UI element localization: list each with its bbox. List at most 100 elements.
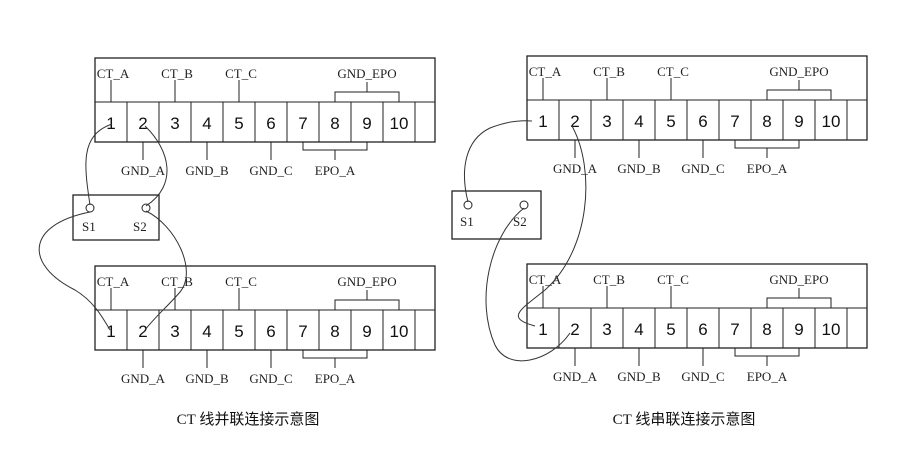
gnd-b-label: GND_B (185, 371, 229, 386)
terminal-3: 3 (170, 322, 179, 341)
terminal-2: 2 (138, 322, 147, 341)
terminal-1: 1 (106, 114, 115, 133)
ct-a-label: CT_A (97, 274, 130, 289)
ct-b-label: CT_B (161, 66, 193, 81)
terminal-7: 7 (730, 320, 739, 339)
epo-a-label: EPO_A (747, 369, 788, 384)
wire-s1-top-1 (463, 120, 533, 203)
s1-label: S1 (460, 214, 474, 229)
s2-label: S2 (133, 219, 147, 234)
wire-top-2-bottom-1 (518, 125, 587, 327)
wire-s2-bottom-2 (144, 210, 187, 331)
terminal-7: 7 (298, 114, 307, 133)
gnd-b-label: GND_B (617, 161, 661, 176)
gnd-epo-label: GND_EPO (337, 66, 396, 81)
wire-s1-bottom-1 (38, 211, 111, 331)
ct-sensor-parallel: S1 S2 (72, 194, 160, 241)
gnd-epo-label: GND_EPO (769, 272, 828, 287)
terminal-4: 4 (634, 320, 643, 339)
s2-terminal (141, 203, 151, 213)
terminal-2: 2 (570, 112, 579, 131)
gnd-b-label: GND_B (617, 369, 661, 384)
s1-label: S1 (82, 219, 96, 234)
terminal-6: 6 (698, 320, 707, 339)
terminal-6: 6 (698, 112, 707, 131)
gnd-b-label: GND_B (185, 163, 229, 178)
terminal-block-frame (526, 55, 868, 141)
terminal-10: 10 (822, 112, 841, 131)
terminal-2: 2 (570, 320, 579, 339)
gnd-c-label: GND_C (681, 161, 724, 176)
terminal-7: 7 (730, 112, 739, 131)
terminal-3: 3 (602, 112, 611, 131)
wire-s2-top-2 (144, 125, 168, 207)
terminal-6: 6 (266, 322, 275, 341)
terminal-1: 1 (538, 112, 547, 131)
terminal-5: 5 (666, 112, 675, 131)
wire-s1-top-1 (85, 123, 113, 206)
terminal-block-frame (526, 263, 868, 349)
terminal-9: 9 (362, 322, 371, 341)
terminal-1: 1 (106, 322, 115, 341)
gnd-a-label: GND_A (553, 369, 598, 384)
terminal-10: 10 (390, 114, 409, 133)
terminal-6: 6 (266, 114, 275, 133)
epo-a-label: EPO_A (315, 371, 356, 386)
caption-series: CT 线串联连接示意图 (613, 410, 756, 428)
terminal-8: 8 (762, 320, 771, 339)
ct-sensor-series: S1 S2 (451, 190, 542, 240)
terminal-4: 4 (202, 322, 211, 341)
ct-b-label: CT_B (161, 274, 193, 289)
terminal-1: 1 (538, 320, 547, 339)
gnd-c-label: GND_C (249, 163, 292, 178)
terminal-block-parallel-bottom: 1 2 3 4 5 6 7 8 9 10 CT_A CT_B CT_C GND_EPO GND_A GND_B… (94, 265, 436, 386)
s2-label: S2 (513, 214, 527, 229)
terminal-8: 8 (330, 114, 339, 133)
ct-c-label: CT_C (657, 64, 689, 79)
terminal-5: 5 (666, 320, 675, 339)
terminal-block-frame (94, 57, 436, 143)
caption-parallel: CT 线并联连接示意图 (177, 410, 320, 428)
terminal-block-series-bottom: 1 2 3 4 5 6 7 8 9 10 CT_A CT_B CT_C GND_EPO GND_A GND_B… (526, 263, 868, 384)
ct-a-label: CT_A (529, 64, 562, 79)
terminal-2: 2 (138, 114, 147, 133)
terminal-block-frame (94, 265, 436, 351)
epo-a-label: EPO_A (747, 161, 788, 176)
ct-a-label: CT_A (529, 272, 562, 287)
gnd-a-label: GND_A (553, 161, 598, 176)
epo-a-label: EPO_A (315, 163, 356, 178)
wire-s2-bottom-2 (485, 207, 571, 362)
terminal-3: 3 (170, 114, 179, 133)
terminal-9: 9 (362, 114, 371, 133)
terminal-9: 9 (794, 112, 803, 131)
ct-a-label: CT_A (97, 66, 130, 81)
terminal-3: 3 (602, 320, 611, 339)
ct-c-label: CT_C (657, 272, 689, 287)
s2-terminal (519, 200, 529, 210)
terminal-8: 8 (330, 322, 339, 341)
wires-parallel (38, 123, 187, 331)
terminal-10: 10 (822, 320, 841, 339)
terminal-5: 5 (234, 322, 243, 341)
gnd-c-label: GND_C (681, 369, 724, 384)
terminal-4: 4 (634, 112, 643, 131)
wires-series (463, 120, 587, 362)
gnd-epo-label: GND_EPO (337, 274, 396, 289)
ct-c-label: CT_C (225, 66, 257, 81)
terminal-9: 9 (794, 320, 803, 339)
ct-b-label: CT_B (593, 272, 625, 287)
ct-c-label: CT_C (225, 274, 257, 289)
gnd-a-label: GND_A (121, 163, 166, 178)
ct-b-label: CT_B (593, 64, 625, 79)
terminal-8: 8 (762, 112, 771, 131)
terminal-block-parallel-top: 1 2 3 4 5 6 7 8 9 10 CT_A CT_B CT_C GND_EPO GND_A GND_B… (94, 57, 436, 178)
gnd-a-label: GND_A (121, 371, 166, 386)
terminal-10: 10 (390, 322, 409, 341)
terminal-4: 4 (202, 114, 211, 133)
gnd-c-label: GND_C (249, 371, 292, 386)
terminal-7: 7 (298, 322, 307, 341)
terminal-5: 5 (234, 114, 243, 133)
